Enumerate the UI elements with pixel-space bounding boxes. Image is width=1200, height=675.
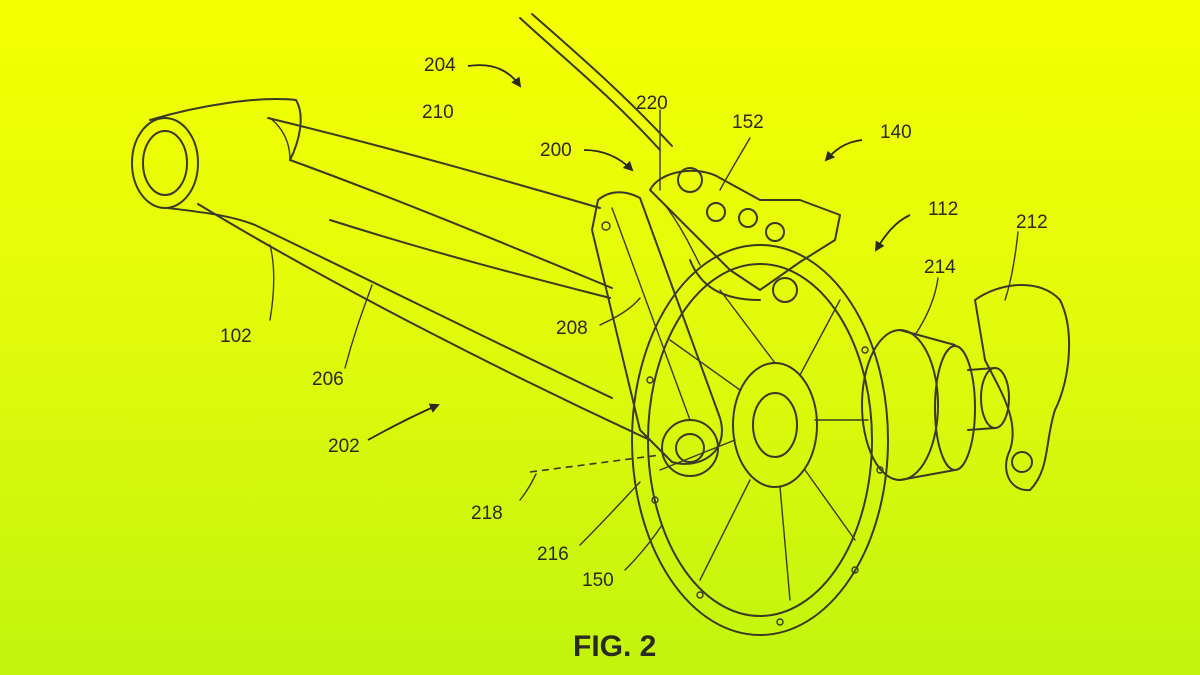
label-210: 210 bbox=[422, 102, 454, 123]
brake-hose bbox=[519, 13, 673, 151]
label-218: 218 bbox=[471, 503, 503, 524]
label-206: 206 bbox=[312, 369, 344, 390]
figure-caption: FIG. 2 bbox=[573, 630, 656, 663]
label-212: 212 bbox=[1016, 212, 1048, 233]
pivot-tube bbox=[131, 98, 302, 226]
upper-arm bbox=[267, 117, 613, 289]
label-204: 204 bbox=[424, 55, 456, 76]
lower-arm bbox=[197, 203, 651, 441]
label-200: 200 bbox=[540, 140, 572, 161]
label-140: 140 bbox=[880, 122, 912, 143]
dropout-link bbox=[591, 191, 723, 477]
label-202: 202 bbox=[328, 436, 360, 457]
label-112: 112 bbox=[928, 199, 958, 220]
brake-caliper bbox=[649, 167, 841, 303]
disc-rotor bbox=[631, 244, 889, 636]
wheel-hub bbox=[861, 329, 1010, 481]
label-214: 214 bbox=[924, 257, 956, 278]
label-208: 208 bbox=[556, 318, 588, 339]
reference-numerals: 204 220 152 140 210 200 112 212 214 102 … bbox=[220, 55, 1048, 591]
axis-line bbox=[529, 454, 661, 473]
label-150: 150 bbox=[582, 570, 614, 591]
leader-lines bbox=[269, 64, 1019, 571]
label-220: 220 bbox=[636, 93, 668, 114]
label-152: 152 bbox=[732, 112, 764, 133]
right-dropout bbox=[974, 283, 1070, 492]
label-102: 102 bbox=[220, 326, 252, 347]
label-216: 216 bbox=[537, 544, 569, 565]
